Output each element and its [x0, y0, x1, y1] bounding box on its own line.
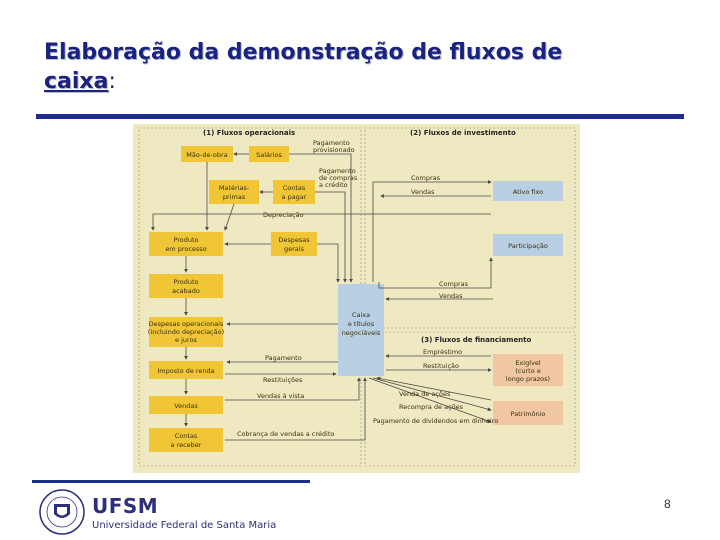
box-vendas: Vendas — [149, 396, 223, 414]
svg-text:Produto: Produto — [173, 236, 198, 244]
box-contas-a-pagar: Contas a pagar — [273, 180, 315, 204]
flow-label-vendas-1: Vendas — [411, 188, 435, 196]
logo-university-name: Universidade Federal de Santa Maria — [92, 520, 277, 531]
box-contas-a-receber: Contas a receber — [149, 428, 223, 452]
flow-label-pagamento-compras-2: de compras — [319, 174, 358, 182]
page-number: 8 — [664, 497, 671, 511]
operating-section-title: (1) Fluxos operacionais — [203, 129, 295, 137]
investing-section-frame — [364, 127, 576, 329]
diagram-svg: (1) Fluxos operacionais (2) Fluxos de in… — [138, 127, 576, 467]
svg-text:(curto e: (curto e — [515, 367, 541, 375]
flow-label-pagamento-compras-3: a crédito — [319, 181, 348, 189]
box-caixa: Caixa e títulos negociáveis — [338, 284, 384, 376]
box-produto-acabado: Produto acabado — [149, 274, 223, 298]
flow-label-pagamento-provisionado-1: Pagamento — [313, 139, 350, 147]
svg-text:a pagar: a pagar — [282, 193, 307, 201]
flow-label-pagamento-provisionado-2: provisionado — [313, 146, 355, 154]
box-salarios: Salários — [249, 146, 289, 162]
svg-text:Caixa: Caixa — [352, 311, 370, 319]
svg-text:gerais: gerais — [284, 245, 305, 253]
title-rule — [36, 114, 684, 119]
svg-text:Despesas operacionais: Despesas operacionais — [149, 320, 224, 328]
svg-text:e títulos: e títulos — [348, 320, 375, 328]
svg-text:Vendas: Vendas — [174, 402, 198, 410]
box-despesas-operacionais: Despesas operacionais (incluindo depreci… — [148, 317, 224, 347]
svg-text:Mão-de-obra: Mão-de-obra — [186, 151, 227, 159]
box-patrimonio: Patrimônio — [493, 401, 563, 425]
svg-text:em processo: em processo — [165, 245, 206, 253]
svg-text:a receber: a receber — [171, 441, 202, 449]
flow-label-compras-2: Compras — [439, 280, 469, 288]
svg-text:Salários: Salários — [256, 151, 282, 159]
box-despesas-gerais: Despesas gerais — [271, 232, 317, 256]
svg-text:Ativo fixo: Ativo fixo — [513, 188, 543, 196]
slide-title: Elaboração da demonstração de fluxos de … — [44, 38, 684, 96]
box-materias-primas: Matérias- primas — [209, 180, 259, 204]
flow-label-vendas-a-vista: Vendas à vista — [257, 392, 304, 400]
svg-text:Patrimônio: Patrimônio — [511, 410, 546, 418]
investing-section-title: (2) Fluxos de investimento — [410, 129, 516, 137]
flow-arrows — [151, 152, 493, 441]
svg-text:Imposto de renda: Imposto de renda — [157, 367, 214, 375]
flow-label-pagamento-dividendos: Pagamento de dividendos em dinheiro — [373, 417, 498, 425]
flow-label-compras-1: Compras — [411, 174, 441, 182]
financing-section-title: (3) Fluxos de financiamento — [421, 336, 532, 344]
flow-label-depreciacao: Depreciação — [263, 211, 304, 219]
svg-text:Contas: Contas — [283, 184, 306, 192]
svg-text:e juros: e juros — [175, 336, 197, 344]
svg-text:acabado: acabado — [172, 287, 200, 295]
flow-label-recompra-de-acoes: Recompra de ações — [399, 403, 464, 411]
box-participacao: Participação — [493, 234, 563, 256]
flow-label-cobranca: Cobrança de vendas a crédito — [237, 430, 334, 438]
university-seal-icon — [39, 489, 85, 535]
svg-text:negociáveis: negociáveis — [342, 329, 381, 337]
box-ativo-fixo: Ativo fixo — [493, 181, 563, 201]
flow-label-restituicao: Restituição — [423, 362, 459, 370]
svg-text:primas: primas — [223, 193, 246, 201]
title-line-1: Elaboração da demonstração de fluxos de — [44, 40, 563, 65]
logo-acronym: UFSM — [92, 494, 159, 518]
flow-label-vendas-2: Vendas — [439, 292, 463, 300]
flow-label-pagamento-compras-1: Pagamento — [319, 167, 356, 175]
flow-label-venda-de-acoes: Venda de ações — [399, 390, 451, 398]
box-imposto-de-renda: Imposto de renda — [149, 361, 223, 379]
svg-text:Despesas: Despesas — [278, 236, 310, 244]
logo-top-strip — [32, 480, 310, 483]
title-underlined-word: caixa — [44, 69, 109, 94]
svg-text:Matérias-: Matérias- — [219, 184, 250, 192]
box-exigivel: Exigível (curto e longo prazos) — [493, 354, 563, 386]
financing-section-frame — [364, 331, 576, 467]
svg-text:longo prazos): longo prazos) — [506, 375, 550, 383]
flow-label-pagamento: Pagamento — [265, 354, 302, 362]
svg-text:(incluindo depreciação): (incluindo depreciação) — [148, 328, 224, 336]
svg-text:Participação: Participação — [508, 242, 548, 250]
flow-label-restituicoes: Restituições — [263, 376, 303, 384]
ufsm-logo: UFSM Universidade Federal de Santa Maria — [32, 480, 310, 540]
title-line-2: caixa: — [44, 67, 684, 96]
svg-text:Produto: Produto — [173, 278, 198, 286]
svg-text:Contas: Contas — [175, 432, 198, 440]
cash-flow-diagram: (1) Fluxos operacionais (2) Fluxos de in… — [133, 124, 580, 473]
box-produto-em-processo: Produto em processo — [149, 232, 223, 256]
flow-label-emprestimo: Empréstimo — [423, 348, 462, 356]
svg-text:Exigível: Exigível — [515, 359, 541, 367]
title-colon: : — [108, 69, 116, 94]
box-mao-de-obra: Mão-de-obra — [181, 146, 233, 162]
